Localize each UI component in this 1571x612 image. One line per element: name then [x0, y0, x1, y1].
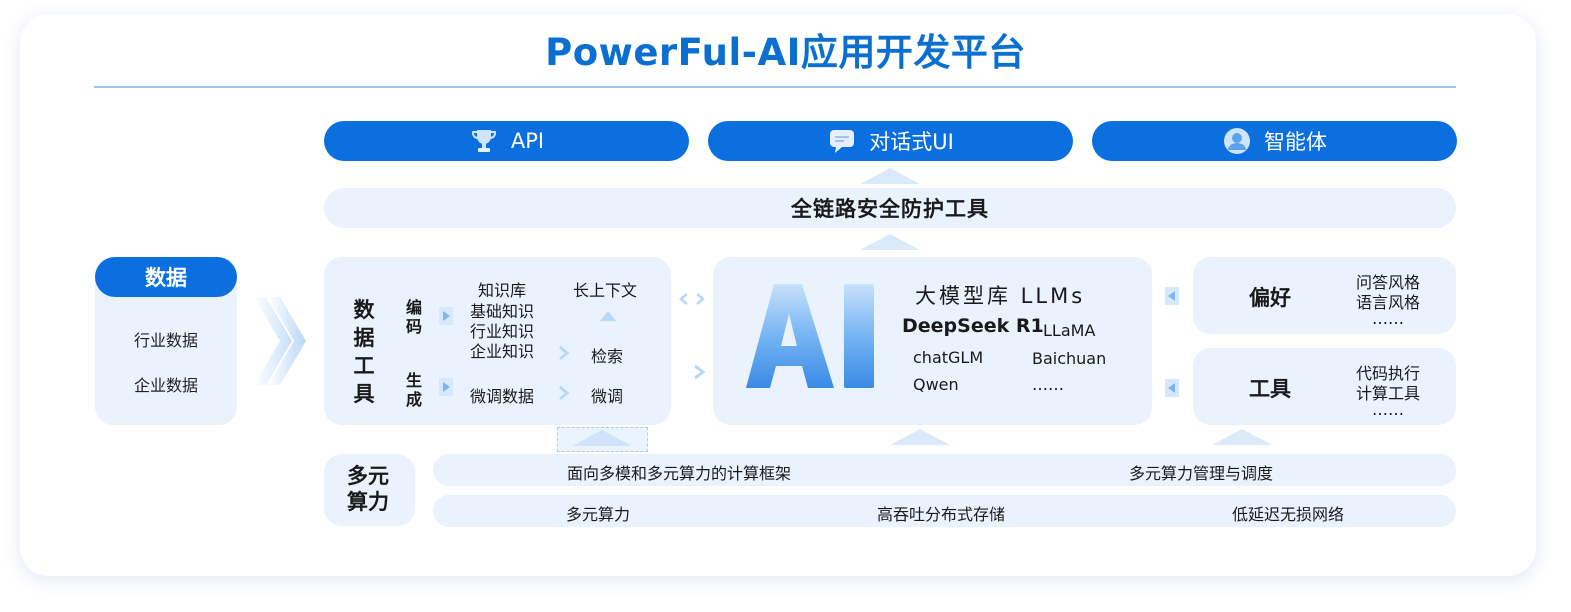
data-tools-panel — [324, 257, 671, 425]
model-chatglm: chatGLM — [913, 348, 984, 367]
compute-storage: 高吞吐分布式存储 — [877, 505, 1006, 524]
llm-title: 大模型库 LLMs — [915, 284, 1086, 308]
compute-framework: 面向多模和多元算力的计算框架 — [567, 464, 792, 483]
tools-title: 工具 — [1249, 377, 1291, 401]
connector-chevron-up — [860, 168, 920, 184]
trophy-icon — [471, 130, 496, 152]
retrieve-label: 检索 — [591, 347, 624, 366]
preference-title: 偏好 — [1249, 286, 1291, 310]
flow-arrow-right-icon — [254, 297, 306, 385]
connector-chevron-up — [890, 429, 950, 445]
kb-title: 知识库 — [478, 281, 527, 300]
data-tools-title: 数 据 工 具 — [353, 298, 375, 406]
encode-label: 编 码 — [405, 298, 422, 336]
data-item-enterprise: 企业数据 — [133, 376, 198, 395]
connector-chevron-up — [572, 430, 632, 446]
connector-chevron-up — [1212, 429, 1272, 445]
compute-network: 低延迟无损网络 — [1232, 505, 1345, 524]
tools-list: 代码执行 计算工具 …… — [1356, 364, 1421, 419]
chat-ui-pill[interactable]: 对话式UI — [708, 121, 1073, 161]
arrow-right-icon — [694, 364, 706, 380]
security-band: 全链路安全防护工具 — [324, 188, 1456, 228]
api-pill[interactable]: API — [324, 121, 689, 161]
compute-scheduling: 多元算力管理与调度 — [1129, 464, 1274, 483]
play-marker-icon — [439, 307, 453, 325]
compute-panel — [324, 454, 415, 526]
featured-model: DeepSeek R1 — [902, 315, 1044, 337]
chat-ui-label: 对话式UI — [869, 130, 954, 154]
model-more: …… — [1032, 375, 1064, 394]
bidirectional-arrow-icon — [679, 293, 705, 305]
long-context-title: 长上下文 — [573, 281, 638, 300]
preference-panel — [1193, 257, 1456, 334]
data-card-title: 数据 — [95, 257, 237, 297]
compute-row-1 — [433, 454, 1456, 486]
title-divider — [94, 86, 1456, 88]
chat-bubble-icon — [830, 130, 855, 153]
agent-label: 智能体 — [1264, 130, 1327, 154]
data-item-industry: 行业数据 — [133, 331, 198, 350]
preference-list: 问答风格 语言风格 …… — [1356, 273, 1421, 328]
finetune-data-label: 微调数据 — [470, 387, 535, 406]
api-label: API — [510, 129, 545, 153]
arrow-right-icon — [559, 346, 570, 360]
model-llama: LLaMA — [1043, 321, 1096, 340]
kb-list: 基础知识 行业知识 企业知识 — [470, 302, 535, 361]
compute-title: 多元 算力 — [347, 464, 389, 514]
model-baichuan: Baichuan — [1032, 349, 1107, 368]
ai-logo — [746, 284, 874, 388]
page-title: PowerFul-AI应用开发平台 — [545, 31, 1026, 74]
generate-label: 生 成 — [405, 371, 422, 409]
compute-row-2 — [433, 495, 1456, 527]
arrow-up-icon — [600, 311, 616, 321]
arrow-left-marker-icon — [1165, 379, 1179, 397]
tools-panel — [1193, 348, 1456, 425]
connector-chevron-up — [860, 234, 920, 250]
model-qwen: Qwen — [913, 375, 959, 394]
agent-pill[interactable]: 智能体 — [1092, 121, 1457, 161]
play-marker-icon — [439, 378, 453, 396]
agent-avatar-icon — [1224, 128, 1250, 154]
finetune-label: 微调 — [591, 387, 624, 406]
arrow-left-marker-icon — [1165, 287, 1179, 305]
compute-power: 多元算力 — [566, 505, 631, 524]
arrow-right-icon — [559, 386, 570, 400]
